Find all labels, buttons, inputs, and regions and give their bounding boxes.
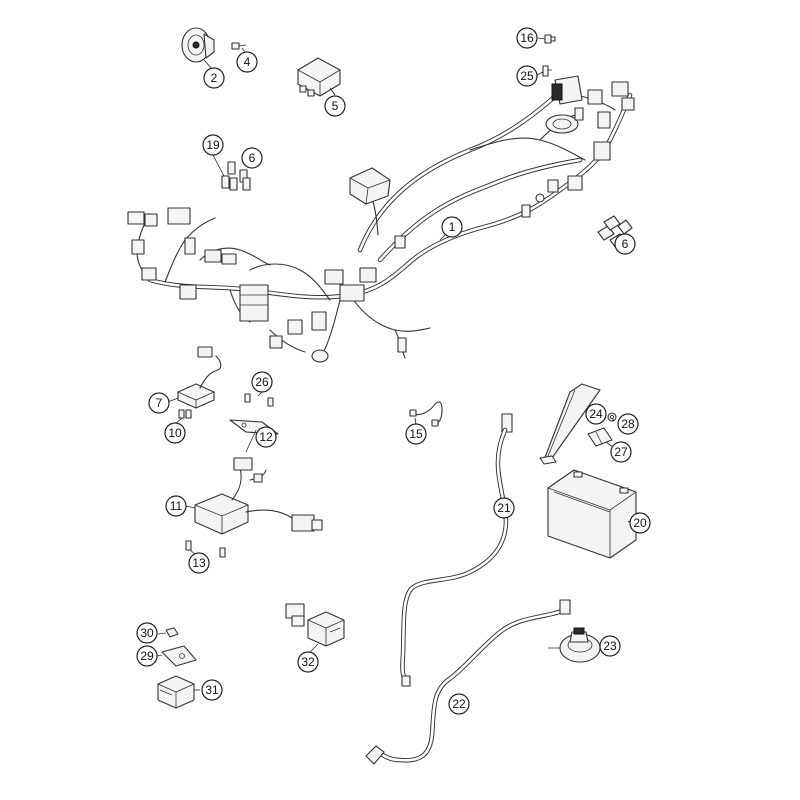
- svg-text:28: 28: [621, 417, 635, 431]
- svg-text:16: 16: [520, 31, 534, 45]
- part-clip: [587, 427, 613, 447]
- svg-text:24: 24: [589, 407, 603, 421]
- svg-text:12: 12: [259, 430, 273, 444]
- callout-11: 11: [165, 495, 187, 517]
- part-fuse-small: [544, 34, 556, 44]
- callout-25: 25: [516, 65, 538, 87]
- callout-1: 1: [441, 216, 463, 238]
- svg-text:13: 13: [192, 556, 206, 570]
- part-regulator: [185, 429, 323, 558]
- svg-text:20: 20: [633, 516, 647, 530]
- callout-21: 21: [493, 497, 515, 519]
- part-nut: [607, 412, 617, 422]
- part-horn-top: [181, 27, 215, 63]
- part-relay-box: [297, 57, 341, 97]
- part-fuse-set-left: [221, 161, 251, 191]
- part-relay-connector: [285, 603, 345, 647]
- part-cable-short: [409, 401, 443, 427]
- svg-text:4: 4: [244, 55, 251, 69]
- svg-text:22: 22: [452, 697, 466, 711]
- callout-23: 23: [599, 635, 621, 657]
- svg-text:26: 26: [255, 375, 269, 389]
- callout-22: 22: [448, 693, 470, 715]
- svg-text:1: 1: [449, 220, 456, 234]
- part-relay-small: [157, 675, 195, 709]
- svg-text:30: 30: [140, 626, 154, 640]
- svg-text:10: 10: [168, 426, 182, 440]
- callout-27: 27: [610, 441, 632, 463]
- callout-6-right: 6: [614, 233, 636, 255]
- svg-text:5: 5: [332, 99, 339, 113]
- callout-29: 29: [136, 645, 158, 667]
- callout-30: 30: [136, 622, 158, 644]
- callout-28: 28: [617, 413, 639, 435]
- callout-16: 16: [516, 27, 538, 49]
- callout-5: 5: [324, 95, 346, 117]
- part-small-nut: [165, 627, 179, 638]
- svg-text:19: 19: [206, 138, 220, 152]
- svg-text:6: 6: [622, 237, 629, 251]
- part-battery: [547, 469, 637, 559]
- callout-4: 4: [236, 51, 258, 73]
- svg-text:25: 25: [520, 69, 534, 83]
- part-long-cable-upper: [400, 413, 513, 687]
- callout-7: 7: [148, 392, 170, 414]
- callout-6-top: 6: [241, 147, 263, 169]
- callout-24: 24: [585, 403, 607, 425]
- svg-text:2: 2: [211, 71, 218, 85]
- svg-text:23: 23: [603, 639, 617, 653]
- callout-19: 19: [202, 134, 224, 156]
- callout-26: 26: [251, 371, 273, 393]
- part-long-cable-lower: [365, 599, 571, 765]
- callout-31: 31: [201, 679, 223, 701]
- harness-connectors: [127, 75, 635, 363]
- part-sensor-bracket: [177, 346, 274, 419]
- part-fuse: [542, 65, 552, 77]
- svg-text:29: 29: [140, 649, 154, 663]
- part-battery-strap: [539, 383, 601, 465]
- callout-15: 15: [405, 423, 427, 445]
- callout-32: 32: [297, 651, 319, 673]
- leader-lines: [156, 37, 637, 691]
- callout-13: 13: [188, 552, 210, 574]
- part-horn-bottom: [548, 627, 601, 663]
- callout-12: 12: [255, 426, 277, 448]
- part-bolt: [231, 42, 247, 50]
- svg-text:15: 15: [409, 427, 423, 441]
- svg-text:21: 21: [497, 501, 511, 515]
- svg-text:6: 6: [249, 151, 256, 165]
- callout-2: 2: [203, 67, 225, 89]
- svg-text:11: 11: [170, 499, 183, 513]
- svg-text:7: 7: [156, 396, 163, 410]
- callout-20: 20: [629, 512, 651, 534]
- svg-text:27: 27: [614, 445, 628, 459]
- svg-text:32: 32: [301, 655, 315, 669]
- svg-text:31: 31: [205, 683, 219, 697]
- part-mount-plate: [161, 645, 197, 667]
- callout-10: 10: [164, 422, 186, 444]
